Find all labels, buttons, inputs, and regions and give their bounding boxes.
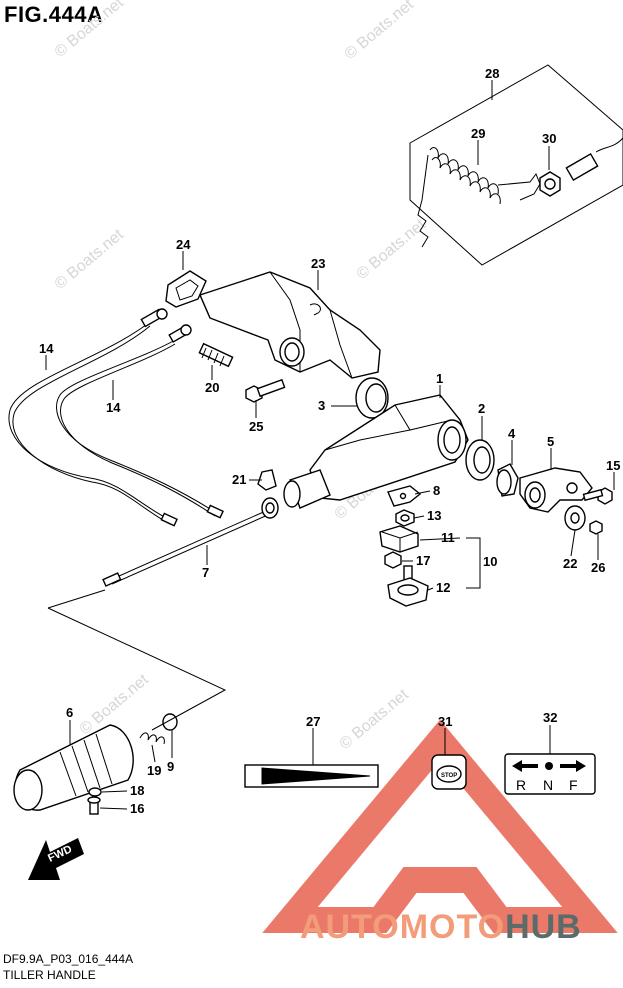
part-2-washer (465, 439, 495, 481)
callout-17: 17 (416, 553, 430, 568)
callout-16: 16 (130, 801, 144, 816)
callout-32: 32 (543, 710, 557, 725)
part-17-screw (384, 551, 402, 569)
part-6-throttle-grip (13, 724, 134, 811)
watermark: © Boats.net (337, 686, 413, 753)
watermark: © Boats.net (52, 226, 128, 293)
callout-6: 6 (66, 705, 73, 720)
part-25-bolt (245, 378, 286, 403)
brand-left: AUTOMOTO (300, 908, 506, 946)
kit-box-28 (409, 64, 623, 266)
part-8-plate (387, 485, 422, 507)
callout-13: 13 (427, 508, 441, 523)
automotohub-logo (262, 719, 618, 933)
part-31-stop-decal: STOP (431, 754, 467, 790)
callout-19: 19 (147, 763, 161, 778)
callout-28: 28 (485, 66, 499, 81)
part-11-friction-block (379, 525, 419, 553)
callout-12: 12 (436, 580, 450, 595)
brand-right: HUB (505, 908, 582, 946)
arrow-right-icon (560, 760, 586, 772)
callout-numbers: 28 29 30 24 23 14 14 20 1 3 25 2 4 5 15 … (39, 66, 620, 816)
callout-10: 10 (483, 554, 497, 569)
callout-1: 1 (436, 371, 443, 386)
callout-23: 23 (311, 256, 325, 271)
svg-text:F: F (569, 777, 578, 793)
part-13-nut (395, 509, 415, 527)
callout-8: 8 (433, 483, 440, 498)
callout-4: 4 (508, 426, 516, 441)
svg-text:N: N (543, 777, 553, 793)
svg-text:R: R (516, 777, 526, 793)
part-7-throttle-shaft (102, 497, 279, 587)
callout-3: 3 (318, 398, 325, 413)
callout-2: 2 (478, 401, 485, 416)
callout-30: 30 (542, 131, 556, 146)
part-27-decal (244, 764, 379, 788)
callout-7: 7 (202, 565, 209, 580)
callout-26: 26 (591, 560, 605, 575)
part-16-screw (87, 796, 101, 815)
arrow-left-icon (512, 760, 538, 772)
callout-9: 9 (167, 759, 174, 774)
fwd-arrow-icon: FWD (28, 838, 84, 880)
stop-label: STOP (441, 773, 457, 779)
part-15-bolt (582, 487, 613, 505)
callout-20: 20 (205, 380, 219, 395)
callout-24: 24 (176, 237, 191, 252)
figure-code: DF9.9A_P03_016_444A (3, 952, 134, 966)
part-5-throttle-plate (519, 467, 593, 513)
callout-15: 15 (606, 458, 620, 473)
watermark: © Boats.net (354, 216, 430, 283)
part-12-friction-knob (387, 565, 429, 607)
callout-5: 5 (547, 434, 554, 449)
callout-14a: 14 (39, 341, 54, 356)
part-14-throttle-cables (8, 308, 224, 527)
callout-14b: 14 (106, 400, 121, 415)
callout-31: 31 (438, 714, 452, 729)
part-20-pin (198, 342, 234, 368)
part-24-grommet (165, 270, 207, 308)
part-19-spring (139, 732, 165, 745)
watermark: © Boats.net (342, 0, 418, 63)
part-22-washer (564, 505, 586, 531)
neutral-dot (545, 762, 553, 770)
brand-wordmark: AUTOMOTOHUB (300, 908, 582, 947)
callout-22: 22 (563, 556, 577, 571)
callout-18: 18 (130, 783, 144, 798)
callout-25: 25 (249, 419, 263, 434)
callout-29: 29 (471, 126, 485, 141)
part-9-cap (162, 713, 178, 731)
part-26-screw (589, 520, 603, 535)
part-29-lanyard-cord (417, 147, 541, 248)
callout-27: 27 (306, 714, 320, 729)
part-32-shift-decal: R N F (504, 753, 596, 795)
figure-name: TILLER HANDLE (3, 968, 96, 982)
part-4-bushing (496, 463, 519, 497)
watermark: © Boats.net (52, 0, 128, 61)
part-1-tiller-arm (283, 394, 469, 509)
callout-11: 11 (441, 530, 455, 545)
part-18-bushing (88, 787, 102, 797)
leader-lines (45, 80, 615, 810)
part-21-clip (257, 469, 277, 491)
part-3-bushing (355, 377, 389, 419)
part-30-stop-switch (539, 137, 623, 197)
figure-title: FIG.444A (4, 2, 104, 27)
part-23-tiller-bracket (199, 271, 381, 379)
callout-21: 21 (232, 472, 246, 487)
